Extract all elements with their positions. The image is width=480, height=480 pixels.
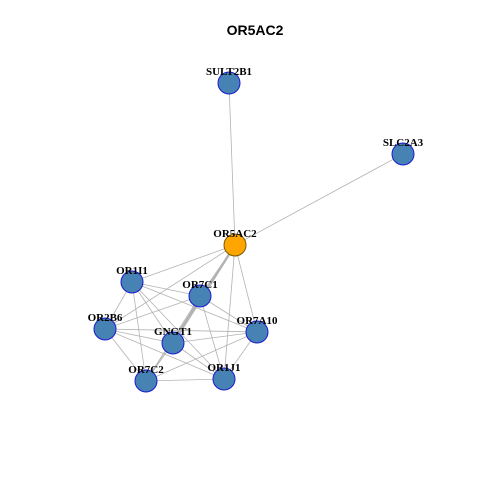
edge-or5ac2-sult2b1 — [228, 82, 236, 246]
edge-or1i1-or7a10 — [131, 281, 258, 333]
node-sult2b1: SULT2B1 — [206, 66, 252, 95]
node-circle-or1i1 — [120, 270, 144, 294]
diagram-title: OR5AC2 — [227, 22, 284, 38]
node-circle-slc2a3 — [391, 142, 415, 166]
edge-or7a10-or7c2 — [145, 331, 258, 382]
node-circle-sult2b1 — [217, 71, 241, 95]
node-label-or7c1: OR7C1 — [182, 279, 217, 291]
edge-or1i1-or7c2 — [131, 281, 147, 382]
node-or1i1: OR1I1 — [116, 265, 148, 294]
node-circle-gngt1 — [161, 331, 185, 355]
edge-or7c1-or2b6 — [104, 295, 201, 330]
node-label-gngt1: GNGT1 — [154, 326, 192, 338]
node-circle-or2b6 — [93, 317, 117, 341]
node-or7c2: OR7C2 — [128, 364, 164, 393]
node-label-or5ac2: OR5AC2 — [213, 228, 257, 240]
node-or5ac2: OR5AC2 — [213, 228, 257, 257]
node-label-or7a10: OR7A10 — [237, 315, 278, 327]
node-circle-or1j1 — [212, 367, 236, 391]
edge-or5ac2-or1j1 — [223, 244, 236, 380]
node-circle-or7a10 — [245, 320, 269, 344]
edge-or7c2-or1j1 — [145, 378, 225, 382]
node-circle-or5ac2 — [223, 233, 247, 257]
node-or7c1: OR7C1 — [182, 279, 218, 308]
node-circle-or7c2 — [134, 369, 158, 393]
node-label-or7c2: OR7C2 — [128, 364, 164, 376]
node-circle-or7c1 — [188, 284, 212, 308]
node-or2b6: OR2B6 — [88, 312, 123, 341]
node-label-or1j1: OR1J1 — [208, 362, 241, 374]
node-or1j1: OR1J1 — [208, 362, 241, 391]
edge-or2b6-or1j1 — [104, 328, 225, 380]
edge-or5ac2-or1i1 — [131, 244, 236, 283]
node-label-sult2b1: SULT2B1 — [206, 66, 252, 78]
edge-or5ac2-or2b6 — [104, 244, 236, 330]
nodes-layer: SULT2B1SLC2A3OR5AC2OR1I1OR7C1OR2B6GNGT1O… — [88, 66, 424, 393]
node-slc2a3: SLC2A3 — [383, 137, 424, 166]
node-label-slc2a3: SLC2A3 — [383, 137, 424, 149]
edge-or2b6-gngt1 — [104, 328, 174, 344]
edge-or5ac2-or7a10 — [234, 244, 258, 333]
node-label-or1i1: OR1I1 — [116, 265, 148, 277]
node-label-or2b6: OR2B6 — [88, 312, 123, 324]
node-or7a10: OR7A10 — [237, 315, 278, 344]
edge-or2b6-or7a10 — [104, 328, 258, 333]
edge-gngt1-or7a10 — [172, 331, 258, 344]
node-gngt1: GNGT1 — [154, 326, 192, 355]
edge-or1i1-or7c1 — [131, 281, 201, 297]
edge-or5ac2-slc2a3 — [234, 153, 404, 246]
